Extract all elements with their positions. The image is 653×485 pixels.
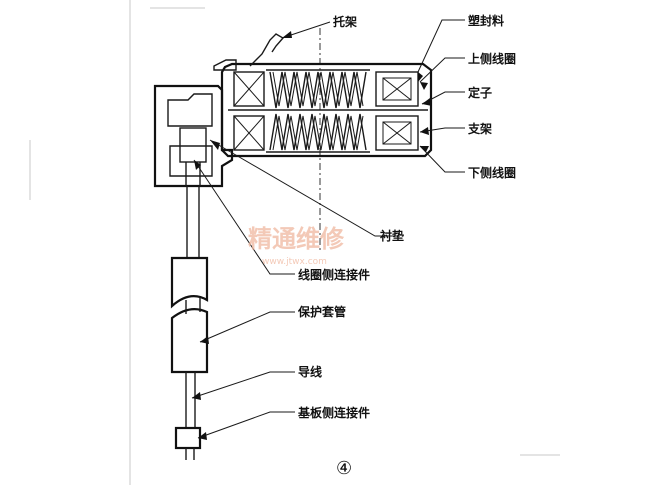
label-plastic-seal: 塑封料 — [468, 13, 504, 28]
scan-artifacts — [29, 0, 560, 485]
label-wire: 导线 — [298, 364, 322, 379]
label-coil-connector: 线圈侧连接件 — [298, 267, 370, 282]
stator-teeth-upper — [266, 69, 370, 109]
lower-coil-right — [375, 115, 419, 151]
board-connector-body — [174, 426, 202, 460]
label-lower-coil: 下侧线圈 — [468, 165, 516, 180]
label-board-connector: 基板侧连接件 — [297, 405, 370, 420]
watermark-text: 精通维修 — [248, 225, 345, 253]
leader-arrowheads — [192, 31, 432, 440]
figure-number: ④ — [336, 458, 352, 479]
connector-block — [153, 84, 234, 188]
label-stator: 定子 — [468, 85, 492, 100]
cable-lower — [185, 372, 196, 428]
label-tray: 托架 — [333, 14, 357, 29]
upper-coil-right — [375, 71, 419, 107]
tray-hook — [249, 33, 285, 67]
watermark-url: www.jtwx.com — [262, 257, 327, 267]
upper-coil-left — [233, 71, 265, 107]
label-upper-coil: 上侧线圈 — [468, 51, 516, 66]
label-sleeve: 保护套管 — [297, 304, 346, 319]
label-bracket: 支架 — [467, 121, 492, 136]
protective-sleeve — [170, 256, 209, 374]
stator-teeth-lower — [266, 113, 370, 153]
label-spacer: 衬垫 — [380, 228, 404, 243]
cable-upper — [186, 186, 200, 258]
lower-coil-left — [233, 115, 265, 151]
